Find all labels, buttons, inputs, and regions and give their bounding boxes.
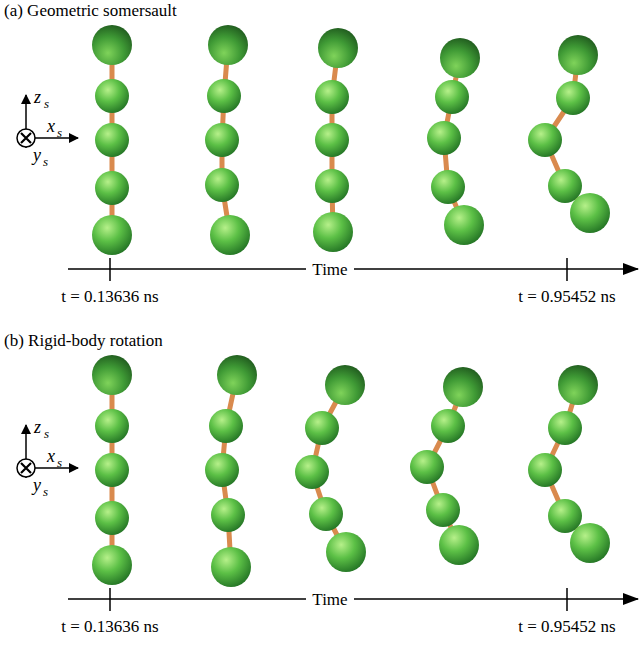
bead-sphere: [318, 28, 358, 68]
tick-mark: [566, 588, 568, 611]
time-label: t = 0.13636 ns: [61, 618, 158, 635]
bead-sphere: [92, 25, 132, 65]
bead-sphere: [315, 169, 349, 203]
axis-cross: [21, 463, 31, 473]
bead-sphere: [209, 409, 243, 443]
bead-sphere: [208, 25, 248, 65]
bead-sphere: [427, 121, 461, 155]
bead-sphere: [205, 123, 239, 157]
bead-sphere: [95, 171, 129, 205]
axis-title: Time: [306, 591, 353, 608]
tick-mark: [566, 258, 568, 281]
axis-subscript: s: [57, 456, 62, 469]
axis-title: Time: [306, 261, 353, 278]
bead-sphere: [528, 453, 562, 487]
bead-sphere: [431, 409, 465, 443]
bead-sphere: [315, 80, 349, 114]
panel-title: (b) Rigid-body rotation: [4, 332, 163, 349]
bead-sphere: [217, 355, 257, 395]
bead-sphere: [315, 123, 349, 157]
bead-sphere: [95, 501, 129, 535]
bead-sphere: [92, 215, 132, 255]
bead-sphere: [558, 35, 598, 75]
axis-subscript: s: [44, 427, 49, 440]
bead-sphere: [205, 453, 239, 487]
bead-sphere: [443, 367, 483, 407]
bead-sphere: [548, 411, 582, 445]
bead-sphere: [305, 411, 339, 445]
bead-sphere: [95, 409, 129, 443]
bead-sphere: [570, 523, 610, 563]
bead-sphere: [95, 123, 129, 157]
bead-sphere: [435, 80, 469, 114]
bead-sphere: [205, 168, 239, 202]
tick-mark: [109, 588, 111, 611]
bead-sphere: [426, 493, 460, 527]
bead-sphere: [207, 79, 241, 113]
bead-sphere: [528, 123, 562, 157]
time-label: t = 0.95452 ns: [518, 618, 615, 635]
bead-sphere: [570, 193, 610, 233]
axis-into-page: [17, 459, 35, 477]
bead-sphere: [410, 450, 444, 484]
axis-cross: [21, 133, 31, 143]
time-label: t = 0.13636 ns: [61, 288, 158, 305]
axis-letter: z: [34, 88, 41, 106]
bead-sphere: [92, 355, 132, 395]
axis-into-page: [17, 129, 35, 147]
axis-letter: x: [47, 117, 55, 135]
axis-subscript: s: [44, 97, 49, 110]
axis-letter: y: [33, 146, 41, 164]
axis-subscript: s: [43, 485, 48, 498]
panel-title: (a) Geometric somersault: [4, 2, 177, 19]
bead-sphere: [309, 497, 343, 531]
bead-sphere: [313, 212, 353, 252]
bead-sphere: [558, 365, 598, 405]
bead-sphere: [325, 365, 365, 405]
bead-sphere: [326, 532, 366, 572]
bead-sphere: [95, 79, 129, 113]
time-label: t = 0.95452 ns: [518, 288, 615, 305]
bead-sphere: [439, 525, 479, 565]
bead-sphere: [295, 455, 329, 489]
bead-sphere: [210, 215, 250, 255]
bead-sphere: [444, 205, 484, 245]
bead-sphere: [211, 498, 245, 532]
axis-letter: x: [47, 447, 55, 465]
tick-mark: [109, 258, 111, 281]
bead-sphere: [440, 38, 480, 78]
bead-sphere: [556, 81, 590, 115]
axis-letter: z: [34, 418, 41, 436]
bead-sphere: [211, 547, 251, 587]
axis-subscript: s: [43, 155, 48, 168]
bead-sphere: [431, 170, 465, 204]
axis-subscript: s: [57, 126, 62, 139]
bead-sphere: [95, 453, 129, 487]
bead-sphere: [92, 545, 132, 585]
axis-letter: y: [33, 476, 41, 494]
